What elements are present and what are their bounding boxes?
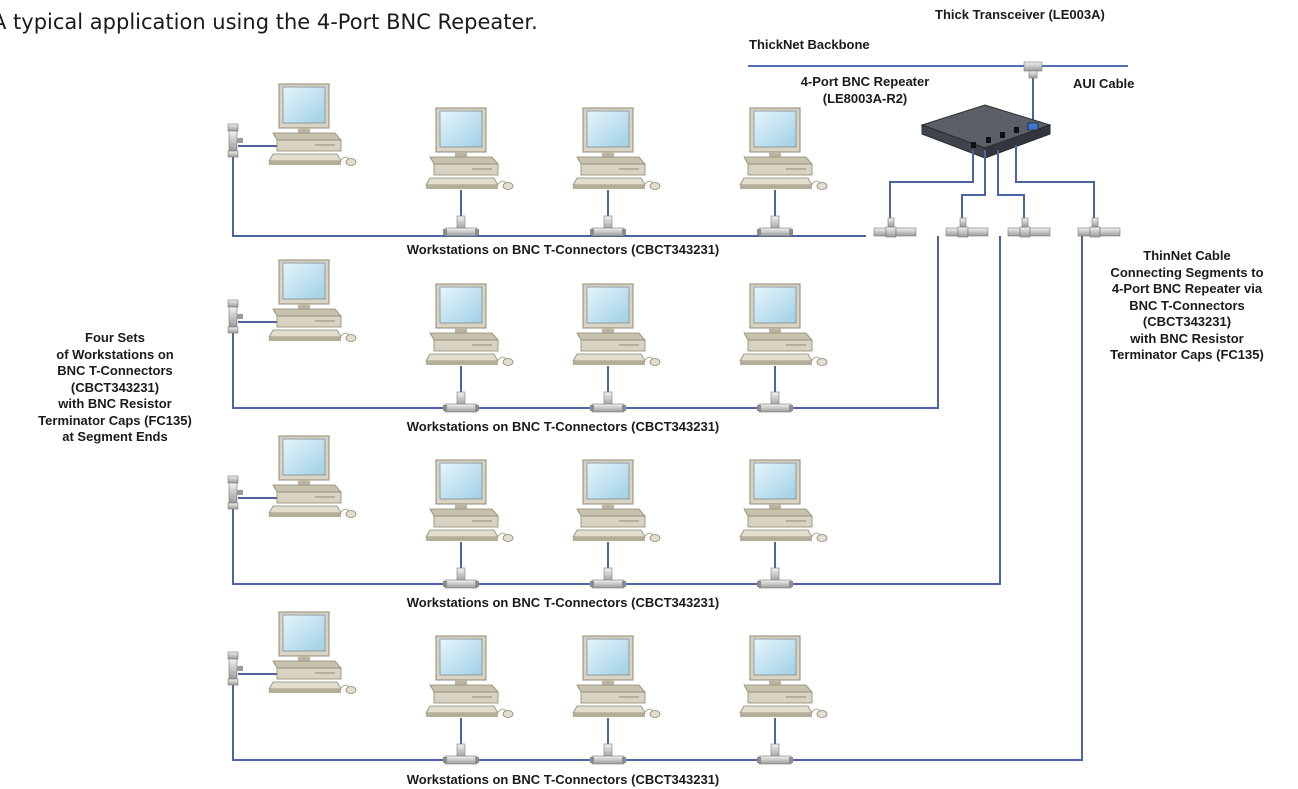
bnc-t-connector-icon [589, 391, 627, 413]
segment-4-caption: Workstations on BNC T-Connectors (CBCT34… [406, 772, 720, 787]
left-note-line: BNC T-Connectors [57, 363, 173, 378]
thick-transceiver-label: Thick Transceiver (LE003A) [935, 7, 1105, 22]
bnc-t-connector-icon [442, 567, 480, 589]
right-note-line: Connecting Segments to [1110, 264, 1264, 280]
left-note-line: of Workstations on [56, 346, 174, 362]
desktop-computer-icon [268, 435, 357, 518]
desktop-computer-icon [425, 107, 514, 190]
left-note-line: Terminator Caps (FC135) [38, 412, 192, 428]
bnc-t-connector-icon [442, 215, 480, 237]
desktop-computer-icon [739, 635, 828, 718]
desktop-computer-icon [739, 283, 828, 366]
desktop-computer-icon [572, 459, 661, 542]
left-note-line: (CBCT343231) [70, 379, 160, 395]
desktop-computer-icon [425, 283, 514, 366]
bnc-t-connector-icon [756, 391, 794, 413]
right-note-line: (CBCT343231) [1142, 314, 1232, 329]
bnc-t-connector-icon [442, 743, 480, 765]
terminator-cap-icon [227, 475, 244, 510]
repeater-label-line1: 4-Port BNC Repeater [800, 74, 930, 89]
repeater-label: 4-Port BNC Repeater (LE8003A-R2) [801, 74, 930, 107]
desktop-computer-icon [572, 107, 661, 190]
bnc-t-connector-icon [873, 217, 917, 238]
left-note: Four Sets of Workstations on BNC T-Conne… [38, 330, 192, 446]
segment-2 [227, 259, 828, 413]
desktop-computer-icon [425, 459, 514, 542]
desktop-computer-icon [572, 635, 661, 718]
right-note: ThinNet Cable Connecting Segments to 4-P… [1110, 248, 1264, 364]
right-note-line: 4-Port BNC Repeater via [1111, 281, 1263, 296]
thicknet-backbone-label: ThickNet Backbone [749, 37, 870, 52]
figure-caption: A typical application using the 4-Port B… [0, 10, 538, 34]
desktop-computer-icon [268, 83, 357, 166]
segment-1 [227, 83, 828, 237]
bnc-t-connector-icon [756, 567, 794, 589]
bnc-t-connector-icon [756, 743, 794, 765]
desktop-computer-icon [268, 611, 357, 694]
repeater-side-tee-connectors [873, 217, 1121, 238]
left-note-line: with BNC Resistor [58, 396, 172, 411]
bnc-t-connector-icon [442, 391, 480, 413]
bnc-t-connector-icon [756, 215, 794, 237]
desktop-computer-icon [739, 107, 828, 190]
left-note-line: at Segment Ends [62, 429, 168, 444]
workstation-segments [227, 83, 828, 765]
segment-3 [227, 435, 828, 589]
right-note-line: with BNC Resistor [1130, 330, 1244, 346]
repeater-label-line2: (LE8003A-R2) [822, 90, 908, 106]
terminator-cap-icon [227, 299, 244, 334]
desktop-computer-icon [268, 259, 357, 342]
desktop-computer-icon [739, 459, 828, 542]
bnc-t-connector-icon [589, 215, 627, 237]
aui-cable-label: AUI Cable [1073, 76, 1135, 91]
thick-transceiver-icon [1023, 61, 1043, 79]
segment-3-caption: Workstations on BNC T-Connectors (CBCT34… [406, 595, 720, 610]
segment-1-caption: Workstations on BNC T-Connectors (CBCT34… [406, 242, 720, 257]
bnc-t-connector-icon [589, 567, 627, 589]
desktop-computer-icon [425, 635, 514, 718]
bnc-t-connector-icon [1007, 217, 1051, 238]
desktop-computer-icon [572, 283, 661, 366]
right-note-line: Terminator Caps (FC135) [1110, 347, 1264, 362]
terminator-cap-icon [227, 123, 244, 158]
segment-2-caption: Workstations on BNC T-Connectors (CBCT34… [406, 419, 720, 434]
right-note-line: BNC T-Connectors [1129, 297, 1245, 313]
terminator-cap-icon [227, 651, 244, 686]
segment-4 [227, 611, 828, 765]
bnc-t-connector-icon [945, 217, 989, 238]
right-note-line: ThinNet Cable [1143, 248, 1231, 263]
bnc-t-connector-icon [1077, 217, 1121, 238]
left-note-line: Four Sets [85, 330, 145, 345]
bnc-t-connector-icon [589, 743, 627, 765]
thinnet-cables [232, 145, 1095, 761]
